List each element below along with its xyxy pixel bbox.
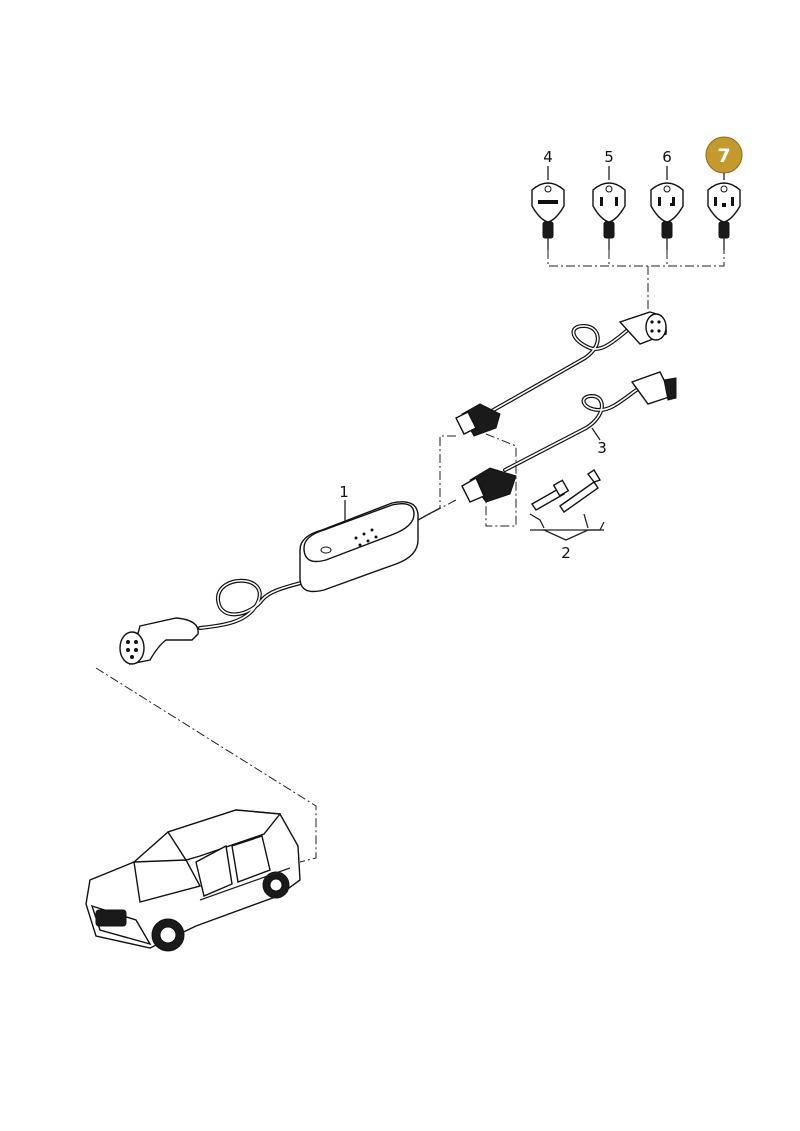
adapter-cable-3[interactable]: 3 [461,371,677,503]
part-label-4: 4 [543,148,553,166]
charging-control-box-1[interactable]: 1 [198,483,441,630]
plug-adapter-6[interactable]: 6 [650,148,684,250]
vehicle-connector[interactable] [119,617,199,665]
part-label-5: 5 [604,148,614,166]
plug-adapter-5[interactable]: 5 [592,148,626,250]
part-label-2: 2 [561,544,571,562]
plug-adapter-7[interactable]: 7 [705,136,743,250]
leader-to-vehicle [95,667,317,863]
part-label-7: 7 [717,145,730,167]
vehicle-illustration [85,809,301,952]
part-label-3: 3 [597,439,607,457]
part-label-6: 6 [662,148,672,166]
plug-group-bracket [547,250,725,318]
bolt-and-hex-key-2[interactable]: 2 [529,469,605,562]
plug-adapter-4[interactable]: 4 [531,148,565,250]
part-label-1: 1 [339,483,349,501]
adapter-cable-upper[interactable] [455,311,667,437]
